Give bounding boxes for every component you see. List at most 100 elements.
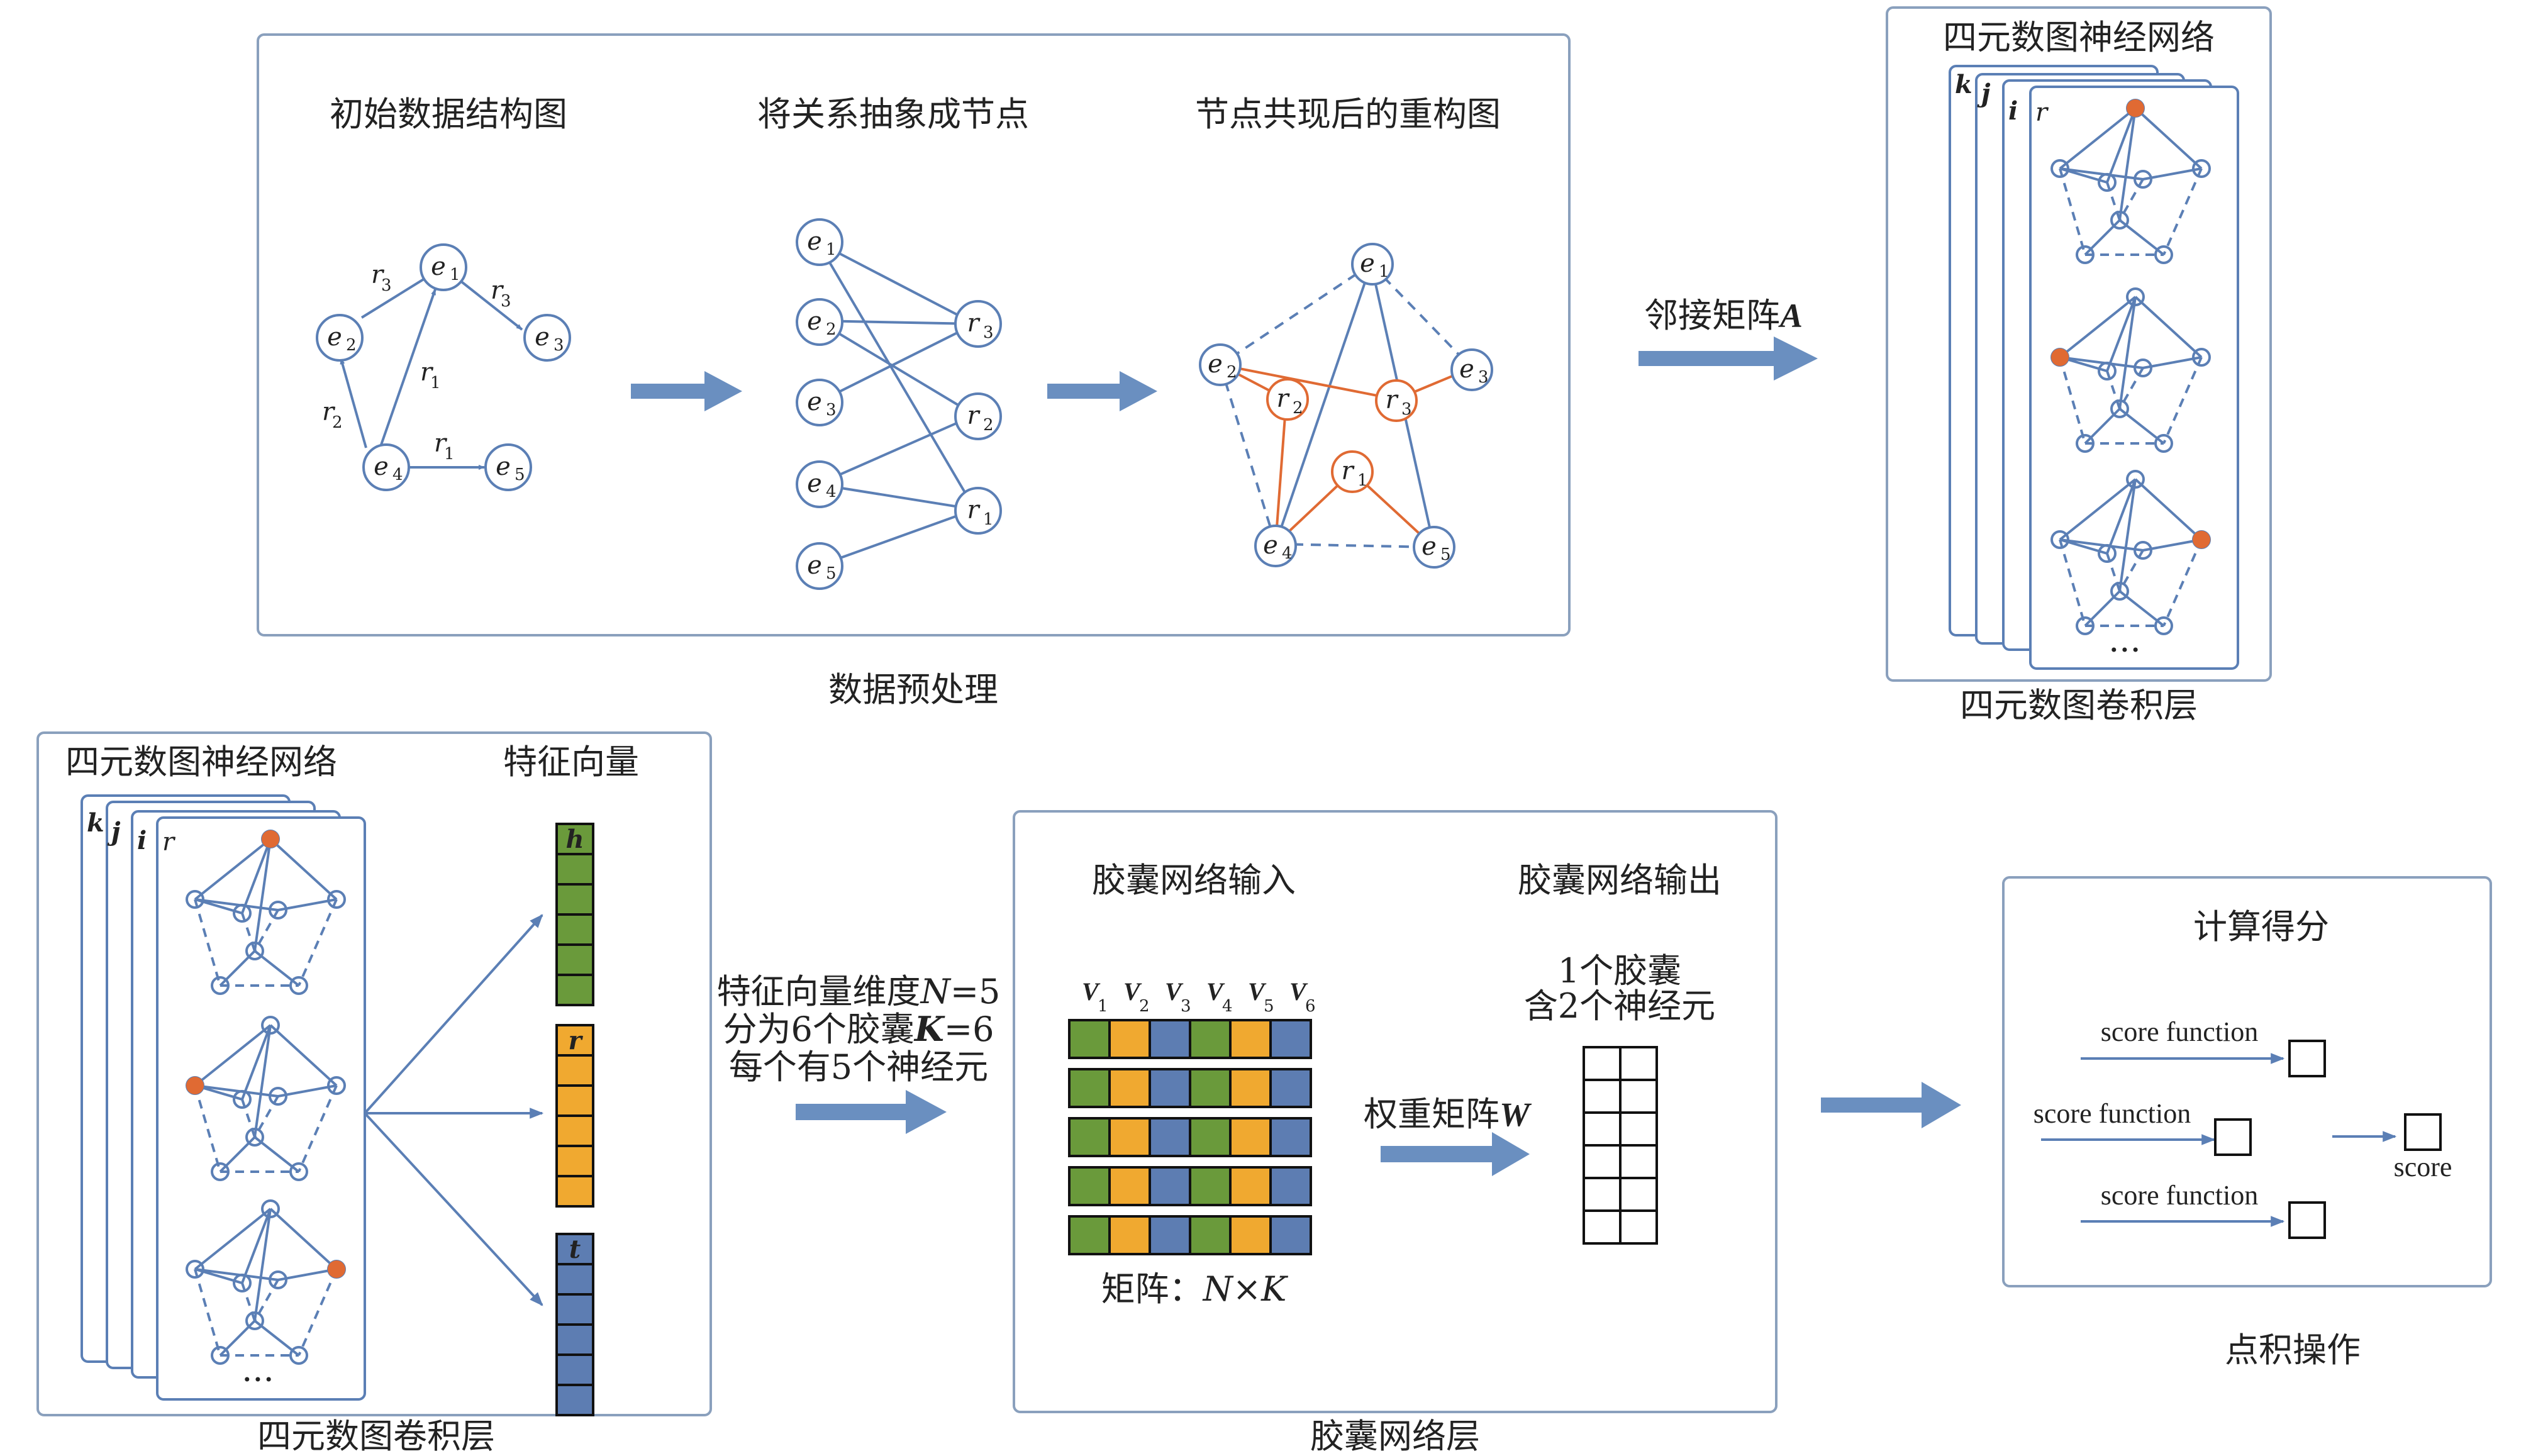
score-title: 计算得分	[2193, 907, 2329, 947]
svg-text:score function: score function	[2101, 1016, 2258, 1047]
feature-note: 特征向量维度N=5 分为6个胶囊K=6 每个有5个神经元	[717, 972, 1001, 1087]
stack-top-letter-i: i	[2008, 96, 2018, 126]
svg-text:4: 4	[392, 465, 403, 484]
title-relation-nodes: 将关系抽象成节点	[757, 94, 1029, 134]
initial-graph: e 1 e 2 e 3 e 4 e 5 r 3 r 3 r 1	[316, 243, 571, 491]
svg-text:r: r	[434, 429, 448, 458]
stack-left-graph-3	[186, 1199, 346, 1365]
g2-relation-r2: r 2	[954, 392, 1002, 440]
stack-left-letter-r: r	[162, 828, 176, 857]
final-score: score	[2394, 1113, 2452, 1182]
svg-text:r: r	[967, 496, 981, 525]
svg-text:3: 3	[1181, 997, 1191, 1016]
svg-text:6: 6	[1305, 997, 1316, 1016]
svg-text:e: e	[1208, 350, 1223, 379]
g3-entity-e5: e 5	[1413, 526, 1455, 569]
g3-relation-r2: r 2	[1266, 378, 1309, 421]
svg-text:r: r	[1276, 384, 1290, 413]
g2-entity-e3: e 3	[796, 379, 843, 426]
g3-entity-e4: e 4	[1254, 525, 1297, 567]
svg-text:V: V	[1289, 977, 1308, 1006]
svg-text:3: 3	[501, 292, 511, 311]
svg-text:V: V	[1165, 977, 1184, 1006]
svg-text:分为6个胶囊K=6: 分为6个胶囊K=6	[723, 1009, 994, 1049]
svg-text:e: e	[807, 307, 822, 336]
svg-text:2: 2	[826, 320, 837, 339]
svg-text:V: V	[1206, 977, 1225, 1006]
svg-text:score: score	[2394, 1152, 2452, 1182]
g2-entity-e1: e 1	[796, 218, 843, 266]
score-function-2: score function	[2034, 1098, 2252, 1156]
svg-text:2: 2	[1139, 997, 1150, 1016]
g1-node-e4: e 4	[362, 443, 410, 491]
svg-text:2: 2	[346, 336, 357, 355]
stack-left-letter-i: i	[137, 826, 147, 855]
svg-text:1: 1	[450, 265, 460, 284]
svg-text:3: 3	[1478, 368, 1489, 387]
arrow-step2	[1047, 371, 1157, 411]
adjacency-label: 邻接矩阵A	[1644, 296, 1803, 335]
svg-text:2: 2	[1227, 363, 1237, 382]
score-function-1: score function	[2081, 1016, 2326, 1077]
caption-preprocess: 数据预处理	[828, 670, 998, 709]
stack-left-title: 四元数图神经网络	[65, 742, 337, 782]
svg-text:5: 5	[1264, 997, 1274, 1016]
svg-text:r: r	[967, 309, 981, 338]
svg-text:r: r	[322, 397, 336, 426]
bipartite-graph: e 1 e 2 e 3 e 4 e 5 r 3 r	[796, 218, 1002, 590]
svg-text:V: V	[1248, 977, 1267, 1006]
stack-top-graph-1	[2050, 99, 2211, 264]
stack-top-letter-k: k	[1955, 70, 1972, 99]
feature-vector-title: 特征向量	[503, 742, 639, 782]
stack-top-caption: 四元数图卷积层	[1960, 686, 2198, 725]
g2-relation-r1: r 1	[954, 487, 1002, 535]
matrix-label: 矩阵：N×K	[1101, 1269, 1288, 1309]
capsule-output-title: 胶囊网络输出	[1518, 860, 1722, 900]
g2-entity-e4: e 4	[796, 460, 843, 508]
svg-text:特征向量维度N=5: 特征向量维度N=5	[717, 972, 1001, 1011]
svg-text:e: e	[431, 252, 446, 281]
title-initial-graph: 初始数据结构图	[330, 94, 567, 134]
g3-relation-r1: r 1	[1331, 450, 1374, 493]
svg-text:e: e	[1263, 531, 1278, 560]
svg-text:t: t	[569, 1235, 581, 1264]
svg-text:r: r	[491, 276, 504, 305]
stack-top-ellipsis: ···	[2108, 630, 2141, 670]
svg-text:r: r	[371, 260, 385, 289]
g1-node-e3: e 3	[523, 314, 571, 362]
svg-text:3: 3	[1401, 400, 1412, 419]
svg-text:1: 1	[983, 510, 994, 529]
svg-text:1: 1	[444, 445, 455, 464]
g1-node-e1: e 1	[420, 243, 467, 291]
svg-text:e: e	[807, 387, 822, 416]
svg-text:2: 2	[332, 413, 343, 432]
svg-text:3: 3	[983, 323, 994, 342]
capsule-input-title: 胶囊网络输入	[1092, 860, 1296, 900]
svg-text:每个有5个神经元: 每个有5个神经元	[729, 1047, 988, 1087]
svg-text:e: e	[374, 452, 389, 481]
g2-entity-e2: e 2	[796, 298, 843, 346]
svg-text:score function: score function	[2034, 1098, 2191, 1129]
output-note-1: 1个胶囊	[1558, 951, 1681, 991]
svg-text:3: 3	[554, 336, 564, 355]
arrow-to-score	[1821, 1082, 1961, 1128]
svg-text:1: 1	[430, 374, 441, 392]
reconstructed-graph: e 1 e 2 e 3 e 4 e 5 r 2 r	[1199, 243, 1493, 569]
g1-node-e2: e 2	[316, 314, 364, 362]
svg-text:e: e	[1422, 532, 1437, 561]
stack-left-graph-2	[186, 1016, 346, 1181]
stack-left-caption: 四元数图卷积层	[257, 1416, 495, 1456]
svg-text:4: 4	[826, 482, 837, 501]
svg-text:1: 1	[1357, 471, 1368, 490]
g3-entity-e3: e 3	[1450, 348, 1493, 391]
g3-entity-e2: e 2	[1199, 343, 1242, 386]
svg-text:2: 2	[983, 416, 994, 435]
stack-left-ellipsis: ···	[242, 1360, 274, 1399]
capsule-caption: 胶囊网络层	[1310, 1416, 1480, 1456]
svg-text:e: e	[1459, 355, 1474, 384]
svg-text:V: V	[1082, 977, 1101, 1006]
svg-text:4: 4	[1222, 997, 1233, 1016]
svg-text:e: e	[807, 551, 822, 580]
stack-left-graph-1	[186, 830, 346, 995]
